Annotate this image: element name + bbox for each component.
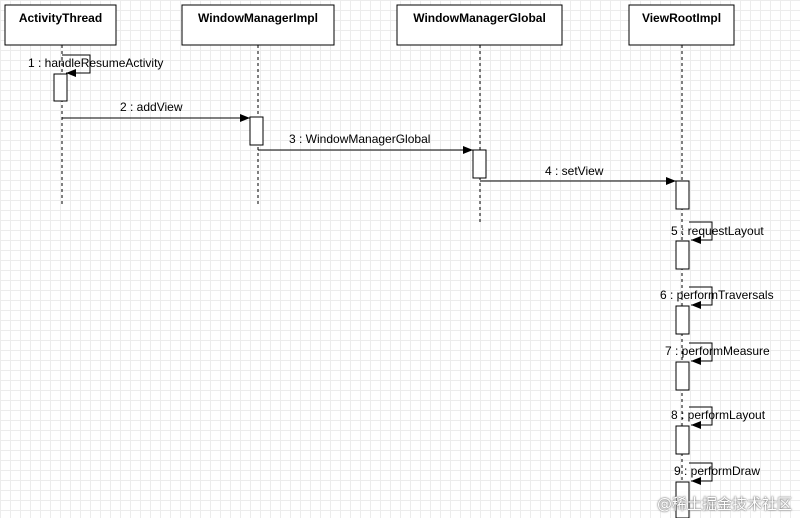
- activation-bar: [675, 240, 690, 270]
- activation-bar: [249, 116, 264, 146]
- message-2[interactable]: 2 : addView: [62, 100, 250, 122]
- message-1[interactable]: 1 : handleResumeActivity: [28, 54, 163, 77]
- message-5-label: 5 : requestLayout: [671, 224, 764, 238]
- message-2-label: 2 : addView: [120, 100, 183, 114]
- message-8[interactable]: 8 : performLayout: [671, 406, 766, 429]
- message-3[interactable]: 3 : WindowManagerGlobal: [258, 132, 473, 154]
- lifeline-windowmanagerglobal-title: WindowManagerGlobal: [413, 11, 546, 25]
- message-8-label: 8 : performLayout: [671, 408, 766, 422]
- message-4-label: 4 : setView: [545, 164, 604, 178]
- activation-bar: [675, 180, 690, 210]
- message-1-label: 1 : handleResumeActivity: [28, 56, 163, 70]
- message-7-label: 7 : performMeasure: [665, 344, 770, 358]
- lifeline-activitythread[interactable]: ActivityThread: [4, 4, 117, 46]
- message-9-label: 9 : performDraw: [674, 464, 760, 478]
- lifeline-activitythread-title: ActivityThread: [19, 11, 102, 25]
- lifeline-windowmanagerimpl-title: WindowManagerImpl: [198, 11, 318, 25]
- message-5[interactable]: 5 : requestLayout: [671, 221, 764, 244]
- watermark: @稀土掘金技术社区: [656, 495, 792, 513]
- message-7[interactable]: 7 : performMeasure: [665, 342, 770, 365]
- activation-bar: [675, 425, 690, 455]
- activation-bar: [675, 305, 690, 335]
- message-9[interactable]: 9 : performDraw: [674, 462, 760, 485]
- lifeline-windowmanagerglobal[interactable]: WindowManagerGlobal: [396, 4, 563, 46]
- message-3-label: 3 : WindowManagerGlobal: [289, 132, 430, 146]
- lifeline-viewrootimpl-title: ViewRootImpl: [642, 11, 721, 25]
- activation-bar: [53, 73, 68, 102]
- activation-bar: [472, 149, 487, 179]
- lifeline-viewrootimpl[interactable]: ViewRootImpl: [628, 4, 735, 46]
- message-6-label: 6 : performTraversals: [660, 288, 774, 302]
- activation-bar: [675, 361, 690, 391]
- message-6[interactable]: 6 : performTraversals: [660, 286, 774, 309]
- lifeline-windowmanagerimpl[interactable]: WindowManagerImpl: [181, 4, 335, 46]
- activation-bar: [675, 481, 690, 518]
- message-4[interactable]: 4 : setView: [480, 164, 676, 185]
